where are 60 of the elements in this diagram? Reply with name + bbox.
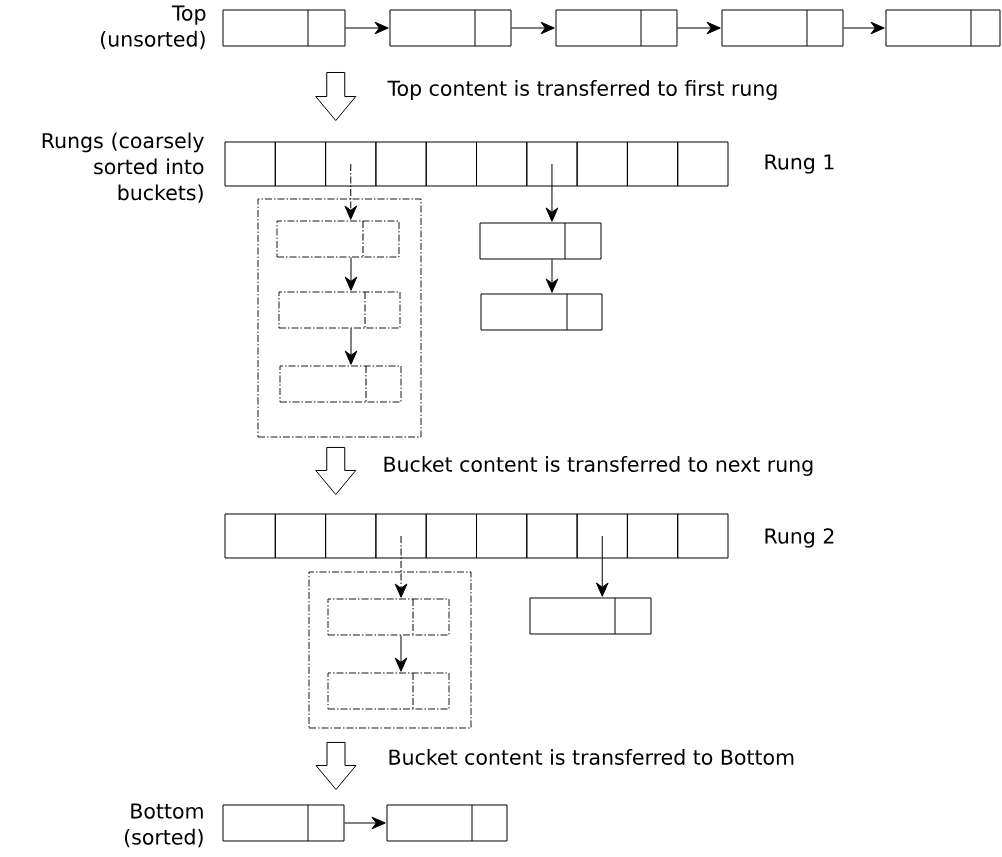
- record-box: [885, 9, 1001, 47]
- record-box: [479, 222, 602, 260]
- arrow: [344, 327, 358, 365]
- record-box: [721, 9, 844, 47]
- arrow: [545, 163, 559, 222]
- record-box: [529, 597, 652, 635]
- arrow: [394, 634, 408, 672]
- array-cell: [425, 513, 477, 559]
- arrow: [344, 256, 358, 291]
- edge-label: Bucket content is transferred to next rung: [384, 456, 813, 476]
- array-cell: [677, 513, 729, 559]
- arrow: [511, 21, 555, 35]
- rung-label: Rung 2: [765, 528, 834, 548]
- record-box: [389, 9, 512, 47]
- edge-label: Top content is transferred to first rung: [387, 80, 777, 100]
- side-label: Rungs (coarsely sorted into buckets): [42, 132, 204, 203]
- arrow: [394, 535, 408, 598]
- array-cell: [526, 141, 578, 187]
- array-cell: [274, 513, 327, 559]
- array-cell: [626, 141, 679, 187]
- array-cell: [325, 513, 377, 559]
- array-cell: [274, 141, 327, 187]
- array-cell: [576, 513, 628, 559]
- side-label: Bottom (sorted): [124, 803, 203, 848]
- array-cell: [325, 141, 377, 187]
- block-arrow: [315, 741, 357, 790]
- array-cell: [476, 513, 528, 559]
- edge-label: Bucket content is transferred to Bottom: [389, 749, 794, 765]
- array-cell: [224, 141, 276, 187]
- record-box: [278, 291, 401, 329]
- record-box: [327, 672, 450, 710]
- record-box: [555, 9, 678, 47]
- bucket-box: [257, 198, 422, 438]
- arrow: [545, 259, 559, 293]
- block-arrow: [315, 72, 357, 121]
- bucket-box: [308, 571, 472, 729]
- array-cell: [677, 141, 729, 187]
- rung-label: Rung 1: [765, 154, 834, 174]
- record-box: [279, 365, 402, 403]
- record-box: [386, 804, 508, 842]
- array-cell: [375, 141, 427, 187]
- record-box: [327, 598, 450, 636]
- array-cell: [375, 513, 427, 559]
- record-box: [222, 9, 346, 47]
- arrow: [677, 21, 721, 35]
- record-box: [222, 804, 345, 842]
- arrow: [595, 535, 609, 597]
- record-box: [276, 220, 400, 258]
- array-cell: [476, 141, 528, 187]
- array-cell: [576, 141, 628, 187]
- array-cell: [425, 141, 477, 187]
- array-cell: [526, 513, 578, 559]
- arrow: [344, 163, 358, 220]
- arrow: [843, 21, 885, 35]
- arrow: [345, 21, 389, 35]
- block-arrow: [315, 446, 357, 495]
- record-box: [480, 293, 603, 331]
- array-cell: [224, 513, 276, 559]
- array-cell: [626, 513, 679, 559]
- arrow: [344, 816, 386, 830]
